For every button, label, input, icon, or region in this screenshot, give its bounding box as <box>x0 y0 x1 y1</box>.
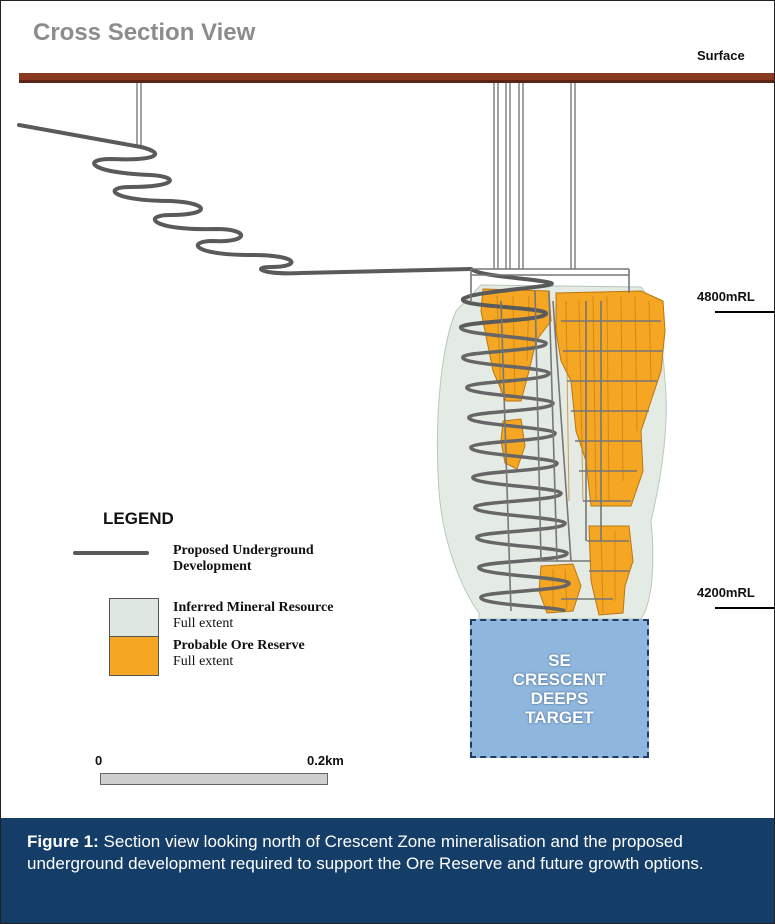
figure-caption: Figure 1: Section view looking north of … <box>1 818 774 923</box>
legend-resource-text: Inferred Mineral Resource Full extent <box>173 600 333 632</box>
scale-end-label: 0.2km <box>307 753 344 768</box>
ore-body-main <box>555 290 666 507</box>
caption-text: Section view looking north of Crescent Z… <box>27 832 704 873</box>
legend-development-line1: Proposed Underground <box>173 543 314 558</box>
legend-development-text: Proposed Underground Development <box>173 543 314 575</box>
caption-label: Figure 1: <box>27 832 99 851</box>
surface-band <box>19 73 774 81</box>
legend-resource-swatch <box>109 598 159 638</box>
level-4200-line <box>715 607 774 609</box>
target-label: SE CRESCENT DEEPS TARGET <box>512 650 607 727</box>
legend-resource-sub: Full extent <box>173 616 234 631</box>
legend-ore-sub: Full extent <box>173 654 234 669</box>
legend-resource-label: Inferred Mineral Resource <box>173 600 334 615</box>
legend-development-line2: Development <box>173 559 252 574</box>
scale-bar <box>100 773 328 785</box>
legend-heading: LEGEND <box>103 509 174 528</box>
level-4800-label: 4800mRL <box>697 289 755 304</box>
surface-label: Surface <box>697 48 745 63</box>
level-4800-line <box>715 311 774 313</box>
legend-development-swatch <box>73 551 149 555</box>
legend-ore-text: Probable Ore Reserve Full extent <box>173 638 305 670</box>
development-grid <box>470 268 663 612</box>
level-4200-label: 4200mRL <box>697 585 755 600</box>
scale-start-label: 0 <box>95 753 103 768</box>
target-box: SE CRESCENT DEEPS TARGET <box>470 619 649 758</box>
legend-ore-swatch <box>109 636 159 676</box>
legend-ore-label: Probable Ore Reserve <box>173 638 305 653</box>
decline-development <box>17 123 554 329</box>
diagram-title: Cross Section View <box>33 19 256 46</box>
shafts <box>136 83 576 269</box>
spiral-ramp <box>459 325 571 613</box>
